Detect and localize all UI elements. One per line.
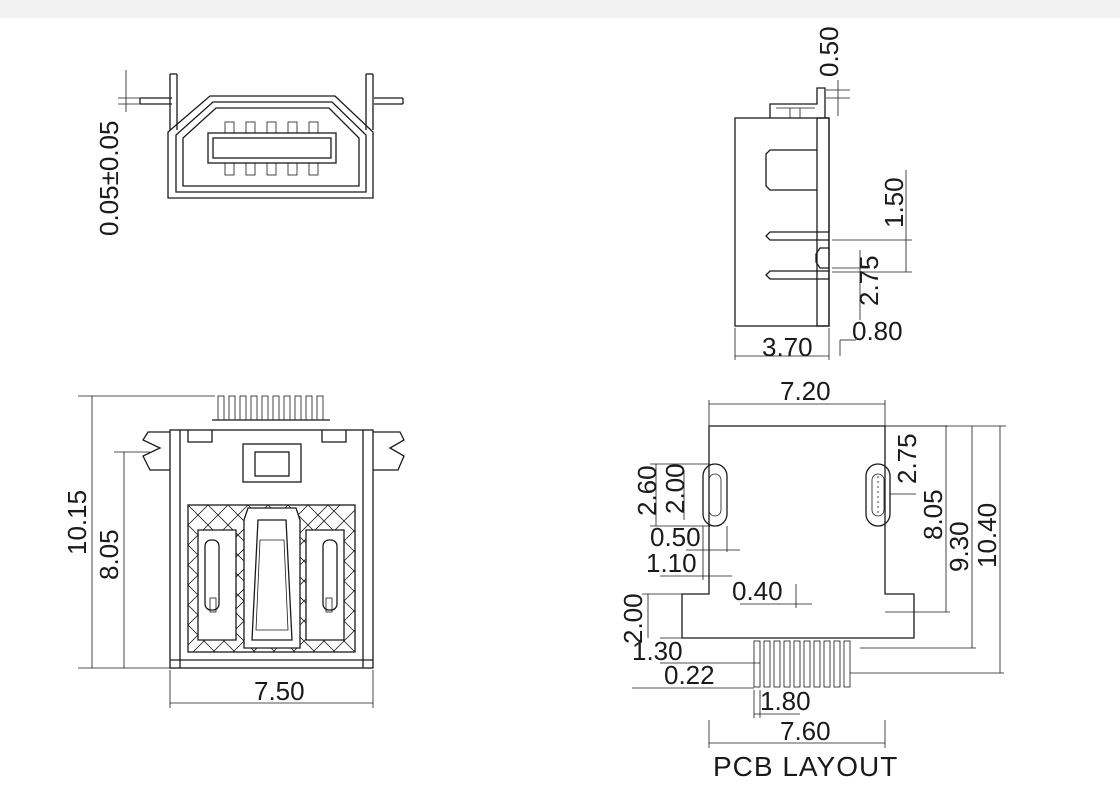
bottom-pins	[212, 395, 330, 421]
dim-pcb-lower: 1.30	[632, 636, 683, 666]
dim-pcb-slot-width: 0.50	[650, 522, 701, 552]
dim-bottom-body: 8.05	[94, 529, 124, 580]
pcb-layout: 7.20 2.75 8.05 9.30 10.40 2.60 2.00 0.50…	[618, 376, 1006, 782]
dim-pcb-slot-inner: 2.00	[660, 463, 690, 514]
dim-pcb-805: 8.05	[918, 489, 948, 540]
dim-pcb-930: 9.30	[944, 521, 974, 572]
dim-bottom-width: 7.50	[254, 676, 305, 706]
dim-pcb-pin-gap: 0.40	[732, 576, 783, 606]
dim-pcb-bottom-width: 7.60	[780, 716, 831, 746]
dim-pcb-step: 2.00	[618, 593, 648, 644]
dim-pcb-1040: 10.40	[972, 503, 1002, 568]
dim-pcb-top-width: 7.20	[780, 376, 831, 406]
dim-bottom-total: 10.15	[62, 490, 92, 555]
dim-side-offset: 0.80	[852, 316, 903, 346]
front-view: 0.05±0.05	[94, 70, 404, 236]
dim-pcb-pin-span: 1.80	[760, 686, 811, 716]
dim-pcb-slot-outer: 2.60	[632, 465, 662, 516]
pcb-layout-title: PCB LAYOUT	[713, 751, 898, 782]
dim-pcb-pin-width: 0.22	[664, 660, 715, 690]
bottom-view: 10.15 8.05 7.50	[62, 395, 405, 708]
dim-side-gap: 2.75	[854, 255, 884, 306]
dim-side-depth: 3.70	[762, 332, 813, 362]
dim-side-top: 0.50	[814, 26, 844, 77]
dim-side-pitch: 1.50	[879, 177, 909, 228]
pcb-pads	[753, 640, 851, 688]
dim-pcb-slot-right: 2.75	[892, 433, 922, 484]
dim-pcb-slot-offset: 1.10	[646, 548, 697, 578]
top-haze	[0, 0, 1120, 18]
dim-tolerance: 0.05±0.05	[94, 121, 124, 236]
side-view: 0.50 1.50 2.75 3.70 0.80	[734, 26, 912, 362]
